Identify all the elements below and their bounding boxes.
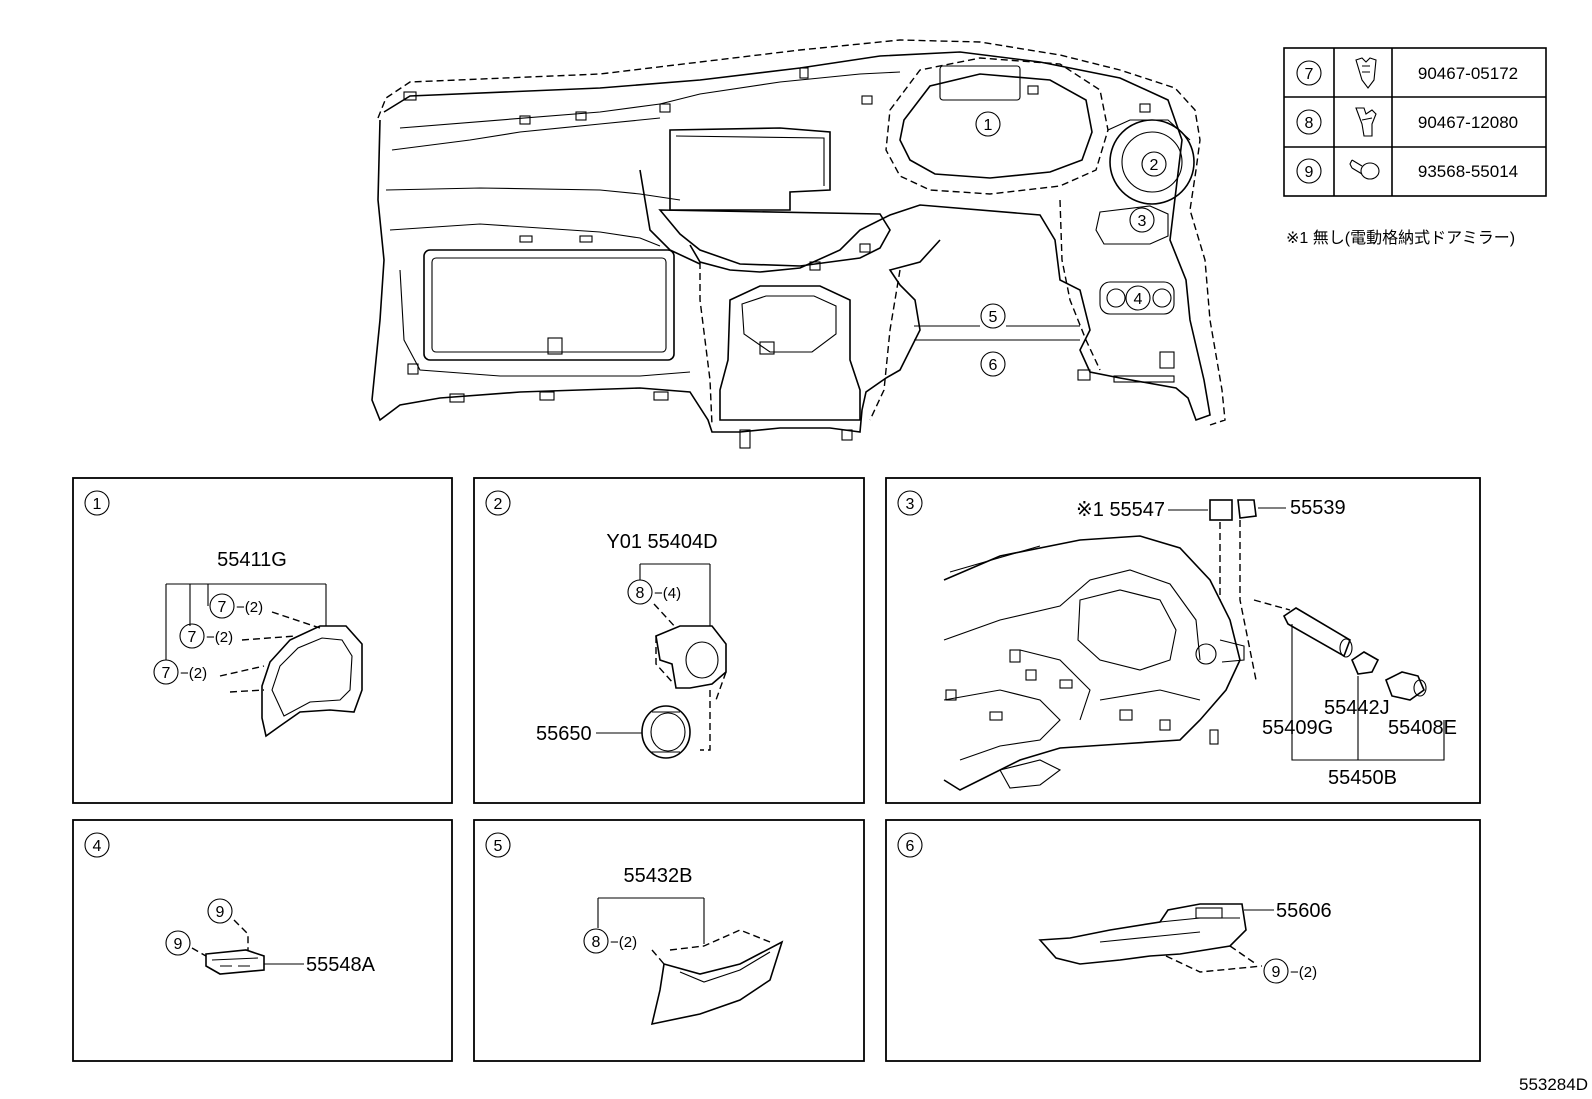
- svg-text:2: 2: [1150, 157, 1159, 174]
- svg-text:2: 2: [494, 496, 503, 513]
- callout-5: 5: [980, 303, 1006, 329]
- lamp-cylinder-part: [1282, 607, 1353, 658]
- meter-hood-part: [261, 625, 363, 738]
- note-text: ※1 無し(電動格納式ドアミラー): [1286, 229, 1515, 247]
- svg-text:5: 5: [494, 838, 503, 855]
- svg-text:7: 7: [162, 665, 171, 682]
- svg-text:1: 1: [93, 496, 102, 513]
- fastener-7-c: 7 −(2): [153, 659, 265, 693]
- svg-text:9: 9: [216, 904, 225, 921]
- svg-text:90467-12080: 90467-12080: [1418, 113, 1518, 132]
- svg-text:9: 9: [1305, 164, 1314, 181]
- part-number-55450B: 55450B: [1328, 767, 1397, 789]
- panel-3: 3 ※1 55547 55539: [885, 477, 1481, 804]
- bracket-55606-part: [1038, 903, 1247, 965]
- svg-text:7: 7: [218, 599, 227, 616]
- part-number-55606: 55606: [1276, 900, 1332, 922]
- svg-text:93568-55014: 93568-55014: [1418, 162, 1518, 181]
- svg-text:90467-05172: 90467-05172: [1418, 64, 1518, 83]
- part-number-55408E: 55408E: [1388, 717, 1457, 739]
- panel-1: 1 55411G 7 −(2) 7 −(2) 7 −(2): [72, 477, 453, 804]
- callout-2: 2: [1141, 151, 1167, 177]
- callout-6: 6: [980, 351, 1006, 377]
- svg-text:3: 3: [1138, 213, 1147, 230]
- dashboard-detail: [943, 535, 1245, 791]
- panel-4: 4 9 9 55548A: [72, 819, 453, 1062]
- panel-6: 6 55606 9 −(2): [885, 819, 1481, 1062]
- fastener-row-9: 9 93568-55014: [1296, 158, 1518, 184]
- part-number-55411G: 55411G: [217, 549, 287, 571]
- switch-55547-part: [1209, 499, 1233, 521]
- dashboard-overview: [371, 39, 1226, 449]
- svg-text:5: 5: [989, 309, 998, 326]
- lamp-cap-part: [1384, 671, 1427, 701]
- part-number-55547: ※1 55547: [1076, 499, 1165, 521]
- svg-text:7: 7: [188, 629, 197, 646]
- svg-text:6: 6: [989, 357, 998, 374]
- panel-5: 5 55432B 8 −(2): [473, 819, 865, 1062]
- fastener-9: 9 −(2): [1263, 958, 1317, 984]
- svg-text:−(2): −(2): [236, 599, 263, 616]
- svg-text:−(2): −(2): [610, 934, 637, 951]
- panel-3-callout: 3: [897, 490, 923, 516]
- part-number-55432B: 55432B: [624, 865, 693, 887]
- part-number-55404D: Y01 55404D: [606, 531, 717, 553]
- svg-text:6: 6: [906, 838, 915, 855]
- svg-text:−(2): −(2): [1290, 964, 1317, 981]
- vent-bezel-part: [655, 625, 727, 689]
- vent-part: [641, 705, 691, 759]
- lamp-housing-part: [1351, 651, 1380, 675]
- svg-text:4: 4: [1134, 291, 1143, 308]
- fastener-9-b: 9: [165, 930, 207, 957]
- fastener-8: 8 −(4): [627, 579, 681, 631]
- svg-text:8: 8: [1305, 115, 1314, 132]
- panel-4-callout: 4: [84, 832, 110, 858]
- switch-55539-part: [1237, 499, 1257, 519]
- fastener-row-8: 8 90467-12080: [1296, 107, 1518, 137]
- fastener-7-a: 7 −(2): [209, 593, 321, 629]
- fastener-row-7: 7 90467-05172: [1296, 57, 1518, 89]
- fastener-9-a: 9: [207, 898, 249, 952]
- screw-icon: [1349, 159, 1380, 180]
- part-number-55548A: 55548A: [306, 954, 376, 976]
- svg-text:4: 4: [93, 838, 102, 855]
- panel-5-callout: 5: [485, 832, 511, 858]
- svg-text:9: 9: [1272, 964, 1281, 981]
- svg-text:3: 3: [906, 496, 915, 513]
- callout-4: 4: [1125, 285, 1151, 311]
- fastener-table: 7 90467-05172 8 90467-12080 9 93568-5501: [1283, 47, 1547, 197]
- callout-3: 3: [1129, 207, 1155, 233]
- drawing-id: 553284D: [1519, 1075, 1588, 1094]
- svg-text:8: 8: [592, 934, 601, 951]
- fastener-7-b: 7 −(2): [179, 623, 297, 649]
- svg-text:7: 7: [1305, 66, 1314, 83]
- overview-callouts: 1 2 3 4 5 6: [975, 111, 1167, 377]
- panel-cover-part: [650, 940, 784, 1026]
- svg-text:9: 9: [174, 936, 183, 953]
- part-number-55409G: 55409G: [1262, 717, 1333, 739]
- part-number-55539: 55539: [1290, 497, 1346, 519]
- part-number-55442J: 55442J: [1324, 697, 1390, 719]
- svg-text:8: 8: [636, 585, 645, 602]
- svg-text:−(2): −(2): [180, 665, 207, 682]
- panel-2: 2 Y01 55404D 8 −(4) 55650: [473, 477, 865, 804]
- svg-text:−(4): −(4): [654, 585, 681, 602]
- fastener-8: 8 −(2): [583, 928, 771, 965]
- svg-text:−(2): −(2): [206, 629, 233, 646]
- switch-55548A-part: [205, 949, 265, 975]
- panel-1-callout: 1: [84, 490, 110, 516]
- clip-icon: [1355, 57, 1377, 89]
- panel-2-callout: 2: [485, 490, 511, 516]
- part-number-55650: 55650: [536, 723, 592, 745]
- svg-text:1: 1: [984, 117, 993, 134]
- panel-6-callout: 6: [897, 832, 923, 858]
- callout-1: 1: [975, 111, 1001, 137]
- clip-icon: [1355, 107, 1377, 137]
